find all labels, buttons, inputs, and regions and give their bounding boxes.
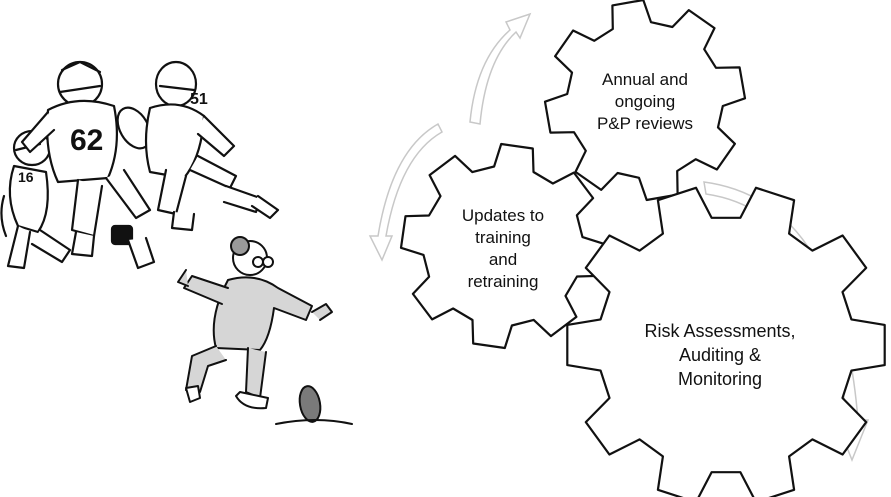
gear-left: Updates to training and retraining [399,142,607,350]
arrow-left-to-top [469,12,532,125]
arrow-top-to-left [368,122,443,262]
gear-left-shape [399,142,607,350]
gear-top-line-2: P&P reviews [597,114,693,133]
svg-text:51: 51 [190,91,208,108]
gear-bottom-line-0: Risk Assessments, [644,321,795,341]
gear-bottom: Risk Assessments, Auditing & Monitoring [566,186,886,497]
svg-text:16: 16 [18,169,34,185]
gear-top-line-0: Annual and [602,70,688,89]
football-players-illustration: 16 62 51 [0,60,280,270]
gear-top: Annual and ongoing P&P reviews [543,0,747,202]
gear-left-line-1: training [475,228,531,247]
player-center: 62 [20,60,156,270]
player-left: 16 [0,129,72,270]
gear-bottom-shape [566,186,886,497]
player-right: 51 [144,60,280,232]
gear-bottom-line-2: Monitoring [678,369,762,389]
gear-bottom-line-1: Auditing & [679,345,761,365]
gear-top-line-1: ongoing [615,92,676,111]
gear-left-line-0: Updates to [462,206,544,225]
svg-text:62: 62 [70,124,103,157]
gear-left-line-2: and [489,250,517,269]
gear-top-shape [543,0,747,202]
gear-left-line-3: retraining [468,272,539,291]
grandma-kicker-illustration [177,236,353,425]
